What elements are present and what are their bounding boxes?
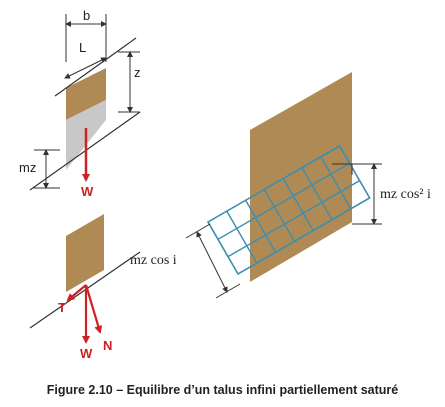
figure-diagram: b L z mz W T W bbox=[19, 8, 431, 361]
slice-dry-part bbox=[66, 68, 106, 120]
L-label: L bbox=[79, 40, 86, 55]
mz-label: mz bbox=[19, 160, 36, 175]
grid-horizontal-line bbox=[227, 180, 360, 258]
grid-vertical-line bbox=[226, 210, 258, 264]
grid-horizontal-line bbox=[217, 162, 350, 240]
force-slice bbox=[66, 214, 104, 292]
grid-lines bbox=[217, 156, 360, 264]
W-top-label: W bbox=[81, 184, 94, 199]
grid-vertical-line bbox=[282, 178, 314, 231]
top-slope-line bbox=[54, 37, 137, 97]
z-label: z bbox=[134, 65, 141, 80]
figure-caption: Figure 2.10 – Equilibre d’un talus infin… bbox=[46, 383, 399, 397]
right-detail-diagram: mz cos² i mz cos i bbox=[130, 72, 431, 299]
L-dimension-line bbox=[64, 57, 107, 79]
grid-vertical-line bbox=[301, 167, 333, 221]
top-slice-diagram: b L z mz W bbox=[19, 8, 141, 199]
grid-vertical-line bbox=[245, 199, 277, 253]
grid-vertical-line bbox=[320, 156, 352, 210]
W-bottom-label: W bbox=[80, 346, 93, 361]
mz-cos2-label: mz cos² i bbox=[380, 187, 431, 202]
cosi-dimension-line bbox=[196, 231, 228, 293]
grid-vertical-line bbox=[263, 189, 296, 242]
cosi-tick-bottom bbox=[215, 283, 241, 299]
T-label: T bbox=[58, 300, 66, 315]
T-force-arrow bbox=[66, 284, 87, 302]
b-label: b bbox=[83, 8, 90, 23]
N-label: N bbox=[103, 338, 112, 353]
N-force-arrow bbox=[84, 284, 103, 334]
cosi-tick-top bbox=[185, 223, 211, 239]
large-soil-block bbox=[250, 72, 352, 282]
mz-cosi-label: mz cos i bbox=[130, 253, 177, 268]
force-diagram: T W N bbox=[29, 214, 141, 361]
